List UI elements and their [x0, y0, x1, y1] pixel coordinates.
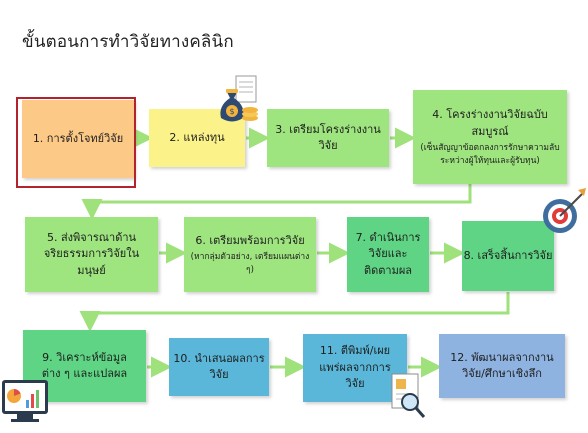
- step-5-box: 5. ส่งพิจารณาด้านจริยธรรมการวิจัยในมนุษย…: [25, 217, 158, 292]
- step-7-label: 7. ดำเนินการวิจัยและติดตามผล: [355, 230, 421, 277]
- step-3-box: 3. เตรียมโครงร่างงานวิจัย: [267, 109, 389, 167]
- step-7-box: 7. ดำเนินการวิจัยและติดตามผล: [347, 217, 429, 292]
- step-4-sub: (เซ็นสัญญาข้อตกลงการรักษาความลับระหว่างผ…: [420, 143, 560, 166]
- svg-text:$: $: [229, 107, 234, 116]
- arrow-8-9: [79, 292, 510, 332]
- step-4-label: 4. โครงร่างงานวิจัยฉบับสมบูรณ์: [432, 108, 548, 138]
- step-11-box: 11. ตีพิมพ์/เผยแพร่ผลจากการวิจัย: [303, 334, 407, 402]
- money-bag-icon: $: [220, 75, 258, 122]
- step-5-label: 5. ส่งพิจารณาด้านจริยธรรมการวิจัยในมนุษย…: [43, 230, 140, 277]
- step-1-box: 1. การตั้งโจทย์วิจัย: [22, 100, 134, 178]
- step-12-box: 12. พัฒนาผลจากงานวิจัย/ศึกษาเชิงลึก: [439, 334, 565, 398]
- step-9-label: 9. วิเคราะห์ข้อมูลต่าง ๆ และแปลผล: [41, 350, 128, 381]
- page-title: ขั้นตอนการทำวิจัยทางคลินิก: [22, 32, 234, 52]
- arrow-4-5: [81, 184, 472, 220]
- step-10-box: 10. นำเสนอผลการวิจัย: [169, 338, 269, 396]
- step-12-label: 12. พัฒนาผลจากงานวิจัย/ศึกษาเชิงลึก: [450, 350, 554, 381]
- step-10-label: 10. นำเสนอผลการวิจัย: [173, 351, 265, 382]
- step-8-label: 8. เสร็จสิ้นการวิจัย: [463, 248, 553, 262]
- highlight-frame: [16, 97, 136, 188]
- step-1-label: 1. การตั้งโจทย์วิจัย: [32, 131, 124, 145]
- step-11-label: 11. ตีพิมพ์/เผยแพร่ผลจากการวิจัย: [319, 344, 391, 391]
- analytics-icon: [2, 380, 48, 422]
- step-2-label: 2. แหล่งทุน: [169, 130, 225, 144]
- step-6-box: 6. เตรียมพร้อมการวิจัย (หากลุ่มตัวอย่าง,…: [184, 217, 316, 292]
- step-6-sub: (หากลุ่มตัวอย่าง, เตรียมแผนต่าง ๆ): [190, 252, 310, 275]
- step-8-box: 8. เสร็จสิ้นการวิจัย: [462, 221, 554, 291]
- step-4-box: 4. โครงร่างงานวิจัยฉบับสมบูรณ์ (เซ็นสัญญ…: [413, 90, 567, 184]
- target-icon: [543, 188, 586, 233]
- step-3-label: 3. เตรียมโครงร่างงานวิจัย: [275, 122, 381, 153]
- document-search-icon: [391, 373, 426, 418]
- step-6-label: 6. เตรียมพร้อมการวิจัย: [195, 233, 305, 247]
